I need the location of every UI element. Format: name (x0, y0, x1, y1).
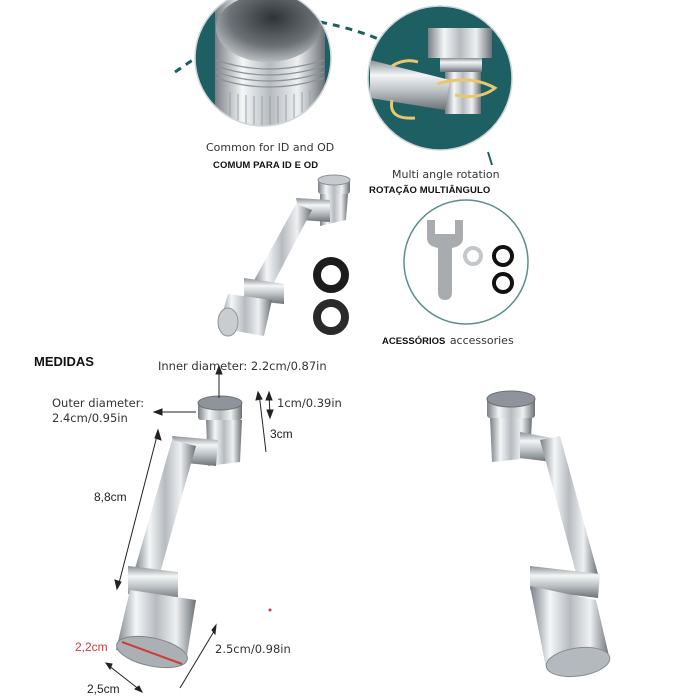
outlet-length-label: 2.5cm/0.98in (215, 642, 291, 656)
accessories-image (403, 199, 529, 325)
rotation-detail-image (368, 6, 512, 150)
dimension-lines (104, 364, 274, 693)
outer-diameter-label-line2: 2.4cm/0.95in (52, 411, 128, 425)
thread-label-en: Common for ID and OD (206, 141, 335, 154)
accessories-label-en: accessories (449, 334, 514, 347)
outlet-diameter-label: 2,2cm (75, 640, 108, 654)
rotation-label-en: Multi angle rotation (392, 168, 500, 181)
aerator-dimensioned-image (116, 395, 243, 669)
accessories-label-pt: ACESSÓRIOS (382, 336, 446, 347)
thread-label-pt: COMUM PARA ID E OD (213, 160, 319, 171)
rotation-label-pt: ROTAÇÃO MULTIÂNGULO (369, 185, 491, 196)
aerator-small-image (217, 174, 351, 337)
connector-height-label: 3cm (270, 427, 293, 441)
measurements-title: MEDIDAS (34, 354, 94, 369)
accessories-label: ACESSÓRIOS accessories (382, 331, 514, 349)
inner-diameter-label: Inner diameter: 2.2cm/0.87in (158, 359, 327, 373)
outer-diameter-label-line1: Outer diameter: (52, 396, 145, 410)
arm-length-label: 8,8cm (94, 490, 127, 504)
outlet-width-label: 2,5cm (87, 682, 120, 696)
aerator-side-view-image (486, 390, 611, 678)
thread-height-label: 1cm/0.39in (277, 396, 342, 410)
thread-detail-image (195, 0, 331, 126)
